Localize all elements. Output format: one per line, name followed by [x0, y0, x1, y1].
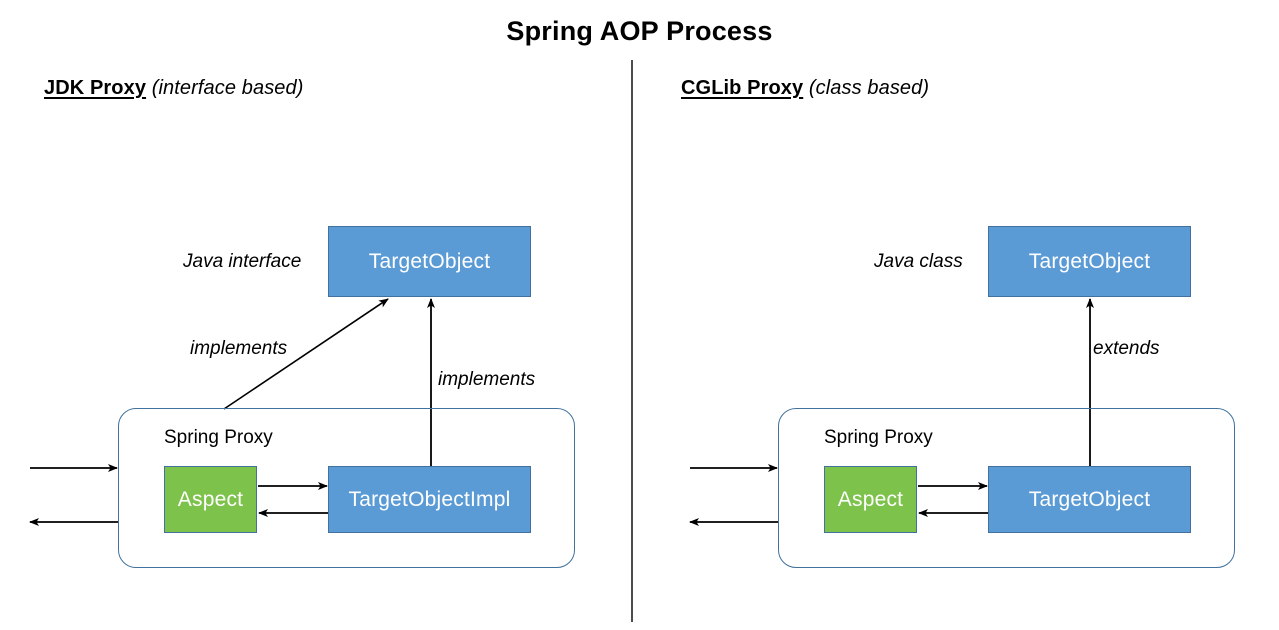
spring-proxy-label-right: Spring Proxy: [824, 427, 933, 448]
section-heading-jdk: JDK Proxy (interface based): [44, 78, 304, 98]
spring-proxy-container-left: [118, 408, 575, 568]
spring-proxy-label-left: Spring Proxy: [164, 427, 273, 448]
section-heading-cglib-strong: CGLib Proxy: [681, 77, 804, 99]
node-target-object-right-inner: TargetObject: [988, 466, 1191, 533]
section-heading-jdk-italic: (interface based): [146, 77, 304, 99]
node-aspect-right: Aspect: [824, 466, 917, 533]
note-java-class: Java class: [874, 251, 963, 272]
spring-proxy-container-right: [778, 408, 1235, 568]
edge-label-implements-impl: implements: [438, 369, 536, 390]
section-heading-jdk-strong: JDK Proxy: [44, 77, 147, 99]
section-heading-cglib: CGLib Proxy (class based): [681, 78, 929, 98]
node-target-object-impl-left: TargetObjectImpl: [328, 466, 531, 533]
edge-label-extends: extends: [1093, 338, 1160, 359]
node-target-object-left: TargetObject: [328, 226, 531, 297]
node-target-object-right: TargetObject: [988, 226, 1191, 297]
note-java-interface: Java interface: [183, 251, 302, 272]
edge-label-implements-proxy: implements: [190, 338, 288, 359]
page-title: Spring AOP Process: [506, 16, 773, 46]
section-heading-cglib-italic: (class based): [803, 77, 930, 99]
node-aspect-left: Aspect: [164, 466, 257, 533]
